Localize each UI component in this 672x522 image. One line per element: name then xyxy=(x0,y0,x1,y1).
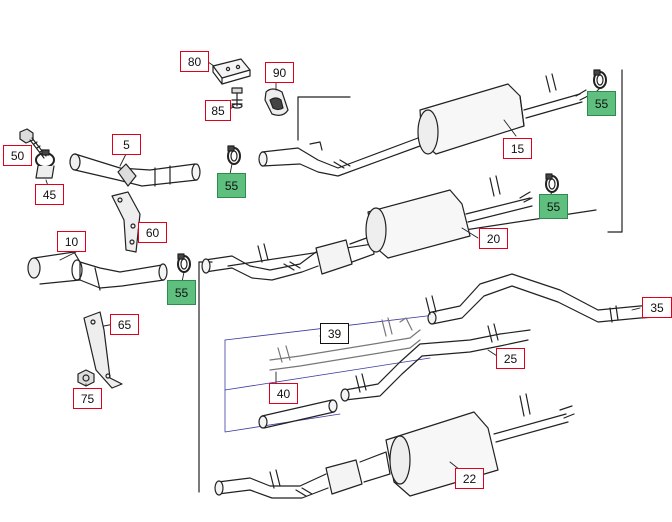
clamp-part-55-top-right xyxy=(593,69,607,89)
tail-pipe-part-35 xyxy=(425,273,672,325)
exhaust-system-part-22 xyxy=(214,393,575,499)
callout-5[interactable]: 5 xyxy=(112,134,141,155)
callout-55-lower-left[interactable]: 55 xyxy=(167,280,196,305)
callout-90[interactable]: 90 xyxy=(265,62,294,83)
catalyst-pipe-part-10 xyxy=(27,251,168,291)
bracket-part-80 xyxy=(212,58,251,85)
assembly-frame xyxy=(198,69,623,493)
bolt-part-50 xyxy=(19,128,47,159)
callout-25[interactable]: 25 xyxy=(496,348,525,369)
callout-55-top-right[interactable]: 55 xyxy=(587,91,616,116)
callout-50[interactable]: 50 xyxy=(3,145,32,166)
callout-45[interactable]: 45 xyxy=(35,184,64,205)
callout-65[interactable]: 65 xyxy=(110,314,139,335)
front-pipe-part-5 xyxy=(69,153,201,187)
middle-muffler-part-20 xyxy=(201,175,533,281)
clamp-part-55-lower-left xyxy=(177,253,191,273)
callout-39[interactable]: 39 xyxy=(320,323,349,344)
rubber-mount-part-90 xyxy=(264,88,289,116)
callout-55-mid-right[interactable]: 55 xyxy=(539,194,568,219)
nut-part-75 xyxy=(77,369,95,387)
callout-85[interactable]: 85 xyxy=(205,100,231,121)
pipe-part-25 xyxy=(340,323,531,402)
clamp-part-45 xyxy=(35,149,55,179)
callout-60[interactable]: 60 xyxy=(138,222,167,243)
callout-40[interactable]: 40 xyxy=(269,383,298,404)
callout-55-mid-left[interactable]: 55 xyxy=(217,173,246,198)
callout-20[interactable]: 20 xyxy=(479,228,508,249)
clamp-part-55-mid-right xyxy=(545,173,559,193)
callout-75[interactable]: 75 xyxy=(73,388,102,409)
callout-35[interactable]: 35 xyxy=(642,297,672,318)
bracket-part-65 xyxy=(83,311,123,389)
pipe-part-40 xyxy=(258,399,338,429)
clamp-part-55-mid-left xyxy=(227,145,241,165)
bracket-part-60 xyxy=(111,191,141,253)
rear-muffler-part-15 xyxy=(258,73,589,177)
callout-15[interactable]: 15 xyxy=(503,138,532,159)
bolt-part-85 xyxy=(231,87,243,109)
kit-pipe-part-39 xyxy=(269,317,421,371)
callout-80[interactable]: 80 xyxy=(180,51,209,72)
callout-22[interactable]: 22 xyxy=(455,468,484,489)
callout-10[interactable]: 10 xyxy=(57,231,86,252)
